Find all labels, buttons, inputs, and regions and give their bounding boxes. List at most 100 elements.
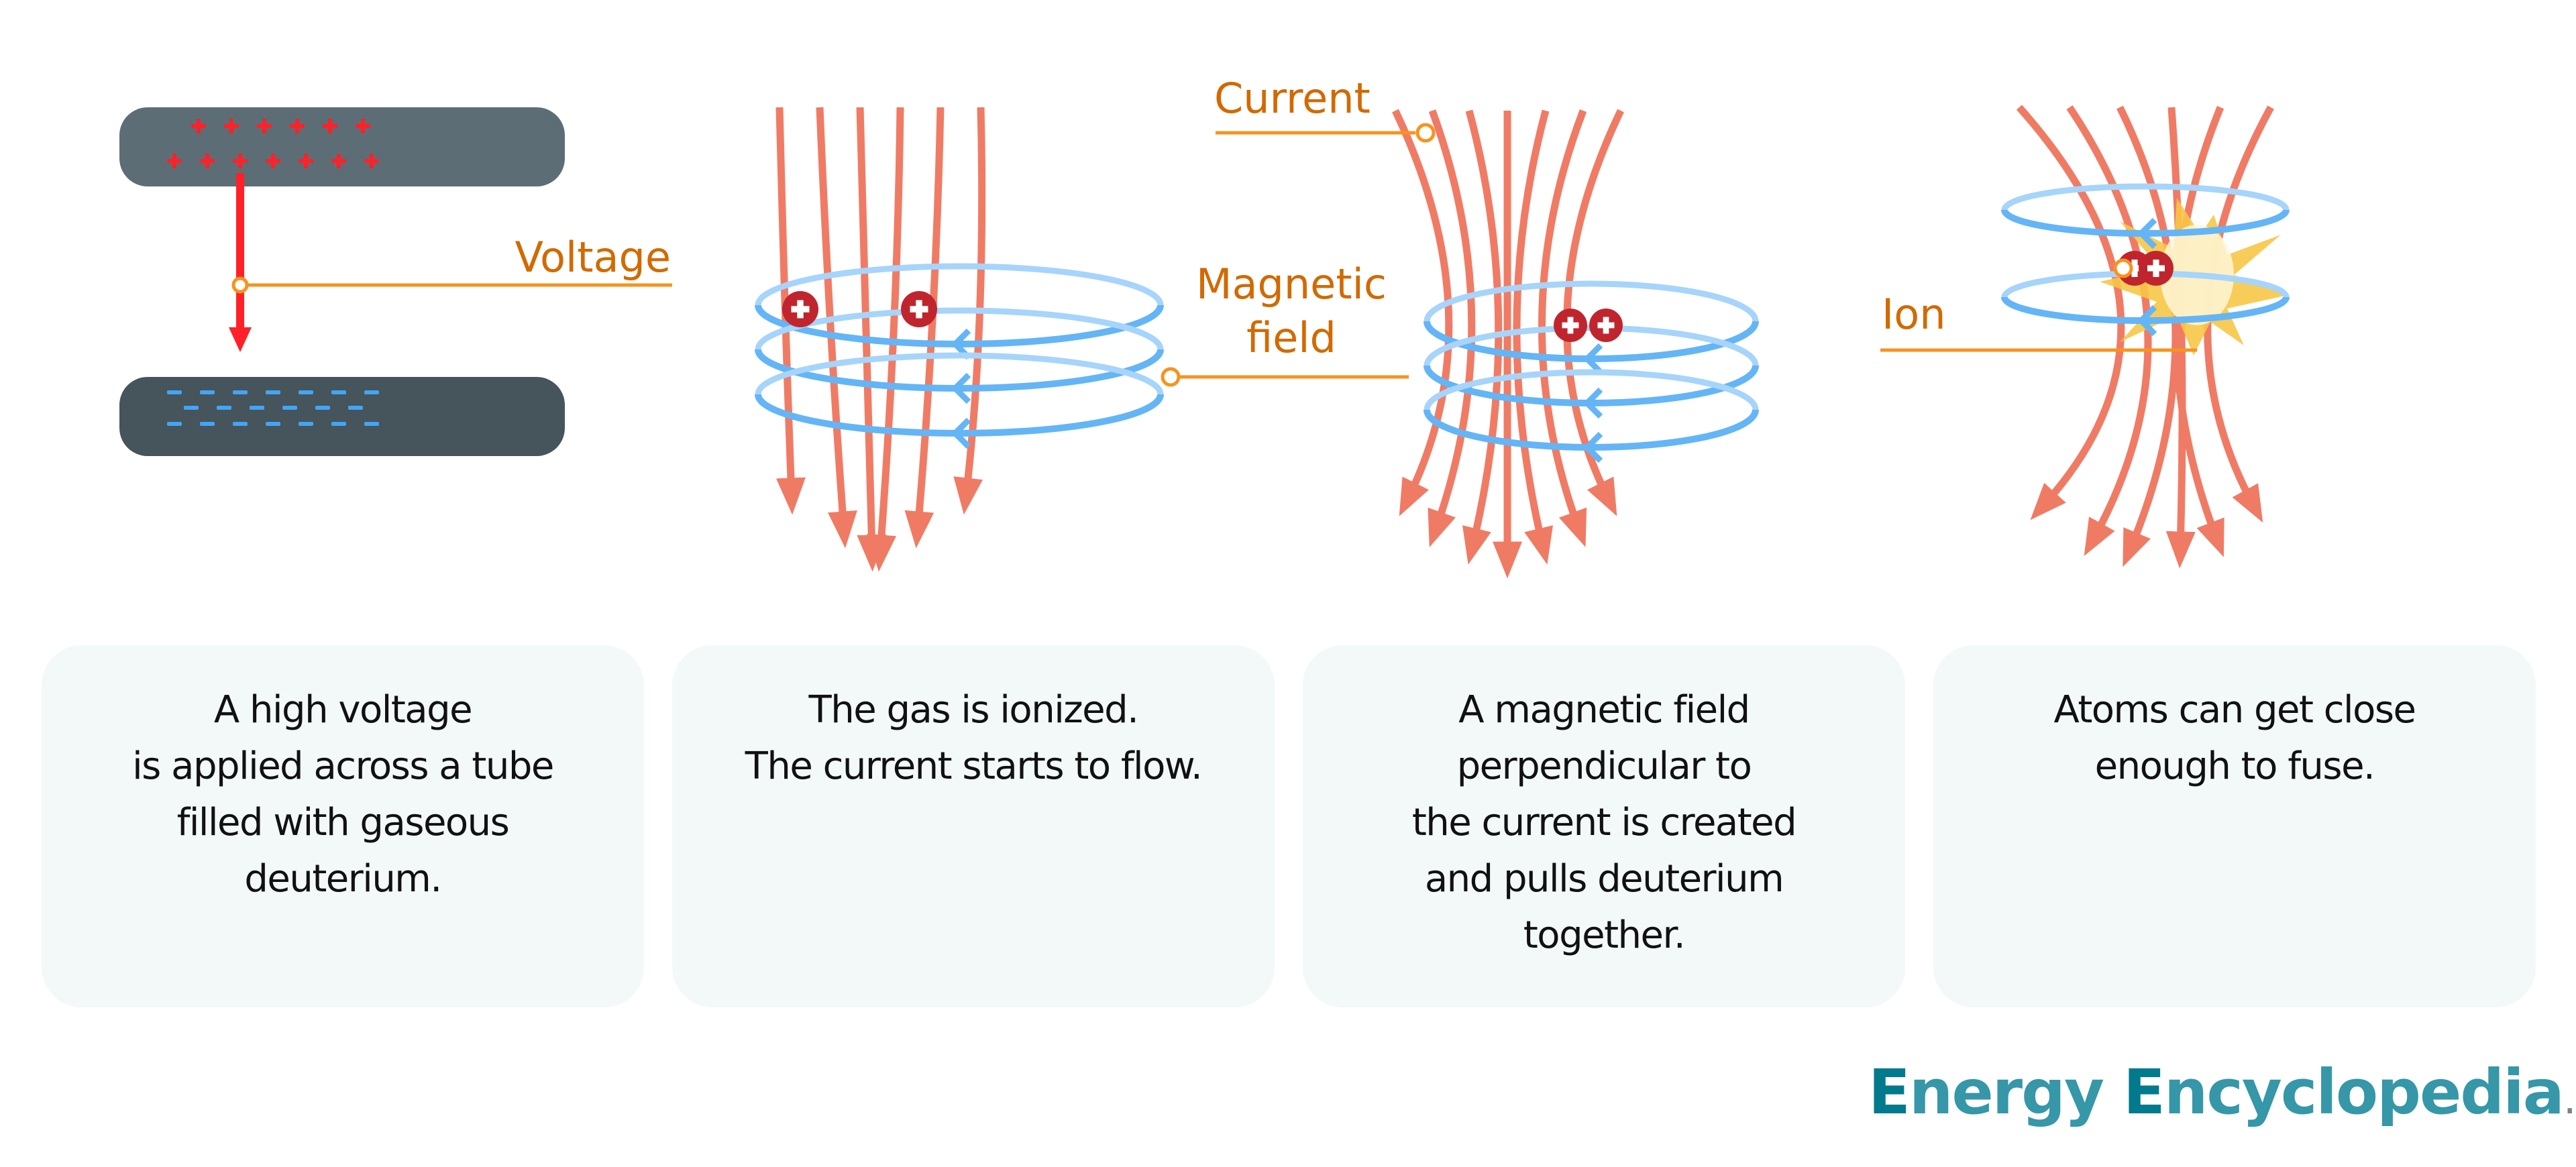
ring-direction-arrow-icon <box>2137 304 2157 337</box>
voltage-label: Voltage <box>515 233 671 282</box>
panel-2-ionization <box>755 107 1164 572</box>
magnetic-ring-back <box>755 263 1164 306</box>
plus-charge-icon <box>323 119 337 133</box>
step-3-line: the current is created <box>1411 801 1797 844</box>
field-line <box>1538 109 1587 547</box>
minus-charge-icon <box>364 390 379 394</box>
plus-charge-icon <box>167 154 182 168</box>
plus-icon <box>910 300 928 319</box>
step-3-line: perpendicular to <box>1456 744 1752 788</box>
minus-charge-icon <box>167 390 182 394</box>
minus-charge-icon <box>233 422 248 426</box>
minus-charge-icon <box>348 406 363 410</box>
brand-cap-e2: E <box>2123 1056 2165 1128</box>
plus-charge-icon <box>191 119 206 133</box>
plus-charge-icon <box>266 154 280 168</box>
current-marker <box>1415 123 1436 143</box>
minus-charge-icon <box>299 390 313 394</box>
minus-charge-icon <box>331 390 346 394</box>
brand-domain: .com <box>2563 1074 2576 1123</box>
minus-charge-icon <box>184 406 199 410</box>
negative-plate <box>119 377 565 456</box>
step-card-2: The gas is ionized. The current starts t… <box>672 645 1275 1007</box>
minus-charge-icon <box>299 422 313 426</box>
panel-3-pinch <box>1392 109 1759 579</box>
labels-center: Current Magnetic field Ion <box>1161 74 2197 387</box>
step-2-line: The gas is ionized. <box>808 688 1139 732</box>
negative-charges <box>167 390 379 426</box>
magnetic-field-marker <box>1161 367 1181 387</box>
minus-charge-icon <box>250 406 264 410</box>
minus-charge-icon <box>315 406 330 410</box>
step-card-1: A high voltage is applied across a tube … <box>42 645 644 1007</box>
magnetic-ring-back <box>2001 183 2290 211</box>
step-3-line: together. <box>1523 913 1686 957</box>
ion-marker <box>2113 258 2133 278</box>
ring-direction-arrow-icon <box>951 417 971 449</box>
minus-charge-icon <box>217 406 231 410</box>
panel-1-voltage: Voltage <box>119 107 672 456</box>
plus-charge-icon <box>331 154 346 168</box>
field-line <box>953 107 986 515</box>
minus-charge-icon <box>200 390 215 394</box>
field-line <box>1462 109 1503 565</box>
field-line <box>867 107 904 572</box>
ring-direction-arrow-icon <box>951 372 971 404</box>
plus-charge-icon <box>233 154 248 168</box>
step-card-4: Atoms can get close enough to fuse. <box>1933 645 2536 1007</box>
arrowhead-icon <box>229 327 252 352</box>
step-1-line: deuterium. <box>244 857 442 901</box>
field-line <box>856 107 887 572</box>
brand-word1: nergy <box>1909 1056 2123 1128</box>
step-1-line: filled with gaseous <box>176 801 510 844</box>
step-4-line: enough to fuse. <box>2094 744 2375 788</box>
step-2-line: The current starts to flow. <box>745 744 1203 788</box>
step-1-line: is applied across a tube <box>132 744 554 788</box>
plus-charge-icon <box>364 154 379 168</box>
minus-charge-icon <box>364 422 379 426</box>
field-line <box>2016 105 2125 520</box>
magnetic-ring-back <box>1424 280 1759 322</box>
brand-logo[interactable]: Energy Encyclopedia.com <box>1868 1056 2576 1128</box>
minus-charge-icon <box>200 422 215 426</box>
minus-charge-icon <box>282 406 297 410</box>
brand-cap-e1: E <box>1868 1056 1911 1128</box>
step-4-line: Atoms can get close <box>2053 688 2416 732</box>
magnetic-ring-back <box>755 307 1164 350</box>
plus-charge-icon <box>257 119 272 133</box>
minus-charge-icon <box>331 422 346 426</box>
ring-direction-arrow-icon <box>2137 217 2157 249</box>
plus-icon <box>791 300 810 319</box>
step-card-3: A magnetic field perpendicular to the cu… <box>1303 645 1905 1007</box>
ion-label: Ion <box>1882 290 1946 339</box>
panel-4-fusion <box>2001 105 2290 569</box>
plus-charge-icon <box>224 119 239 133</box>
plus-icon <box>2147 260 2165 277</box>
plus-charge-icon <box>200 154 215 168</box>
plus-icon <box>1597 317 1615 334</box>
ring-direction-arrow-icon <box>1582 343 1603 375</box>
ring-direction-arrow-icon <box>1582 431 1603 463</box>
step-1-line: A high voltage <box>213 688 473 732</box>
voltage-marker <box>231 276 249 294</box>
field-line <box>1428 109 1476 547</box>
field-line <box>1392 109 1453 516</box>
plus-charge-icon <box>299 154 313 168</box>
field-line <box>1513 109 1554 565</box>
minus-charge-icon <box>266 390 280 394</box>
plus-charge-icon <box>290 119 305 133</box>
magnetic-ring-back <box>755 352 1164 395</box>
minus-charge-icon <box>167 422 182 426</box>
positive-charges <box>167 119 379 168</box>
plus-icon <box>1562 317 1579 334</box>
minus-charge-icon <box>266 422 280 426</box>
brand-word2: ncyclopedia <box>2163 1056 2565 1128</box>
plus-charge-icon <box>356 119 370 133</box>
magnetic-field-label-line1: Magnetic <box>1196 260 1387 309</box>
step-3-line: A magnetic field <box>1458 688 1750 732</box>
minus-charge-icon <box>233 390 248 394</box>
magnetic-field-label-line2: field <box>1246 313 1336 362</box>
positive-plate <box>119 107 565 186</box>
ring-direction-arrow-icon <box>1582 387 1603 419</box>
